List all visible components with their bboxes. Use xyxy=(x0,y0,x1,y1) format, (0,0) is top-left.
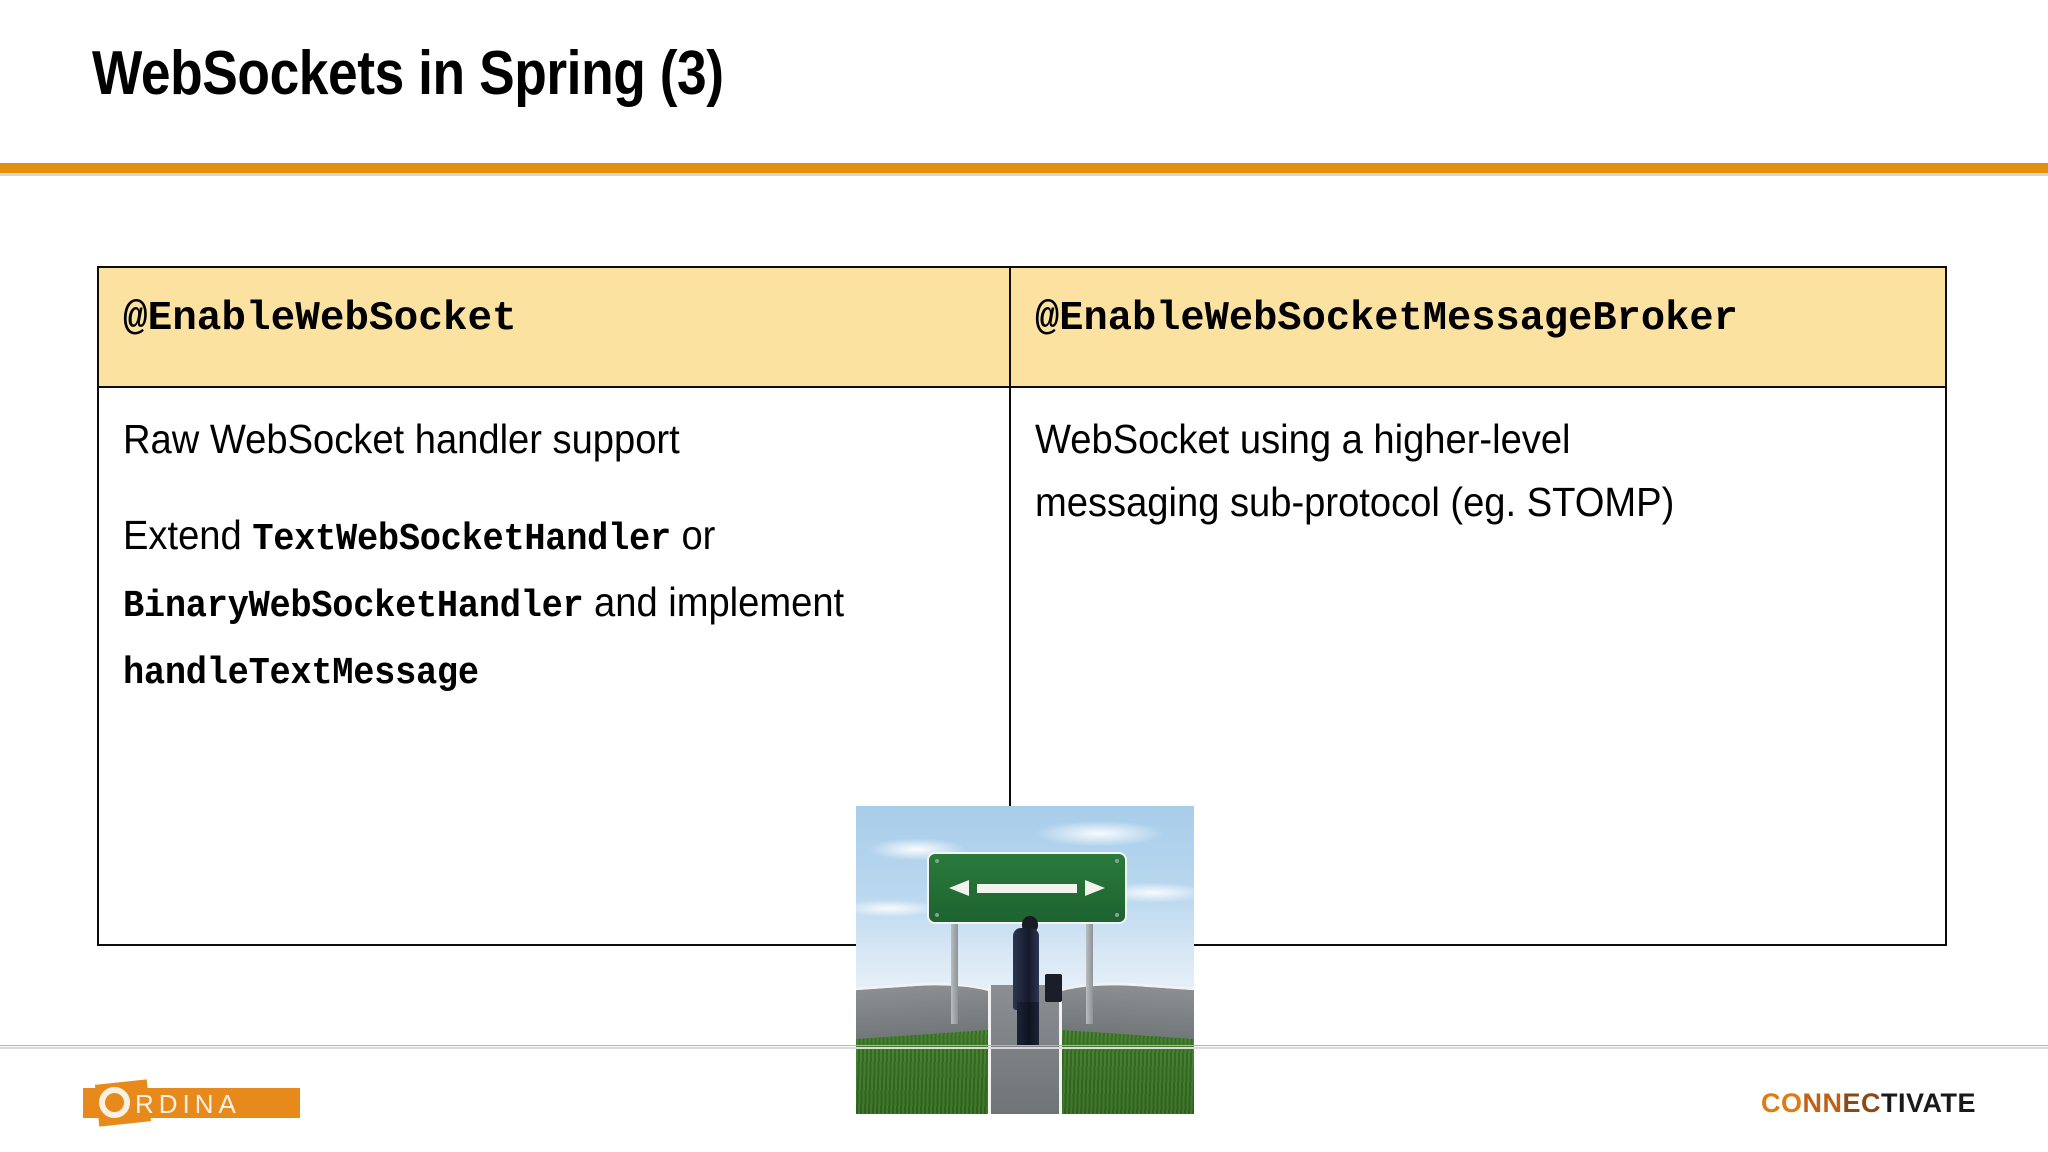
right-cell-text-line2: messaging sub-protocol (eg. STOMP) xyxy=(1035,479,1675,525)
left-cell-line-1: Raw WebSocket handler support xyxy=(123,408,947,471)
code-textwebsockethandler: TextWebSocketHandler xyxy=(252,518,671,561)
text-and-implement: and implement xyxy=(583,579,845,625)
title-accent-rule-shadow xyxy=(0,173,2048,176)
photo-person-body xyxy=(1013,928,1040,1010)
footer-divider xyxy=(0,1045,2048,1046)
sign-screw-br xyxy=(1115,913,1119,917)
title-accent-rule xyxy=(0,163,2048,173)
double-arrow-icon xyxy=(948,880,1106,896)
arrow-head-right xyxy=(1085,880,1106,896)
photo-person-briefcase xyxy=(1045,974,1063,1002)
table-header-cell-enablewebsocket: @EnableWebSocket xyxy=(97,266,1011,388)
right-cell-line-1: WebSocket using a higher-level xyxy=(1035,408,1881,471)
sign-screw-tl xyxy=(934,859,939,863)
connectivate-part-3: EC xyxy=(1842,1088,1881,1118)
text-extend: Extend xyxy=(123,512,253,558)
photo-sign-post-right xyxy=(1085,914,1093,1024)
page-title: WebSockets in Spring (3) xyxy=(92,39,724,108)
paragraph-spacer xyxy=(123,471,1009,504)
header-label-enablewebsocket: @EnableWebSocket xyxy=(123,296,517,342)
connectivate-part-4: TIVATE xyxy=(1881,1088,1976,1118)
code-handletextmessage: handleTextMessage xyxy=(123,652,479,695)
header-label-enablewebsocketmessagebroker: @EnableWebSocketMessageBroker xyxy=(1035,296,1738,342)
right-cell-text-line1: WebSocket using a higher-level xyxy=(1035,416,1571,462)
connectivate-logo: CONNECTIVATE xyxy=(1761,1088,1976,1118)
left-cell-paragraph-2: Extend TextWebSocketHandler or BinaryWeb… xyxy=(123,504,947,705)
code-binarywebsockethandler: BinaryWebSocketHandler xyxy=(123,585,584,628)
ordina-wordmark: RDINA xyxy=(135,1089,241,1119)
table-header-cell-enablewebsocketmessagebroker: @EnableWebSocketMessageBroker xyxy=(1009,266,1947,388)
table-cell-left: Raw WebSocket handler support Extend Tex… xyxy=(97,386,1011,946)
arrow-head-left xyxy=(948,880,969,896)
connectivate-part-1: CO xyxy=(1760,1088,1803,1118)
right-cell-line-2: messaging sub-protocol (eg. STOMP) xyxy=(1035,471,1881,534)
table-body-row: Raw WebSocket handler support Extend Tex… xyxy=(97,386,1947,946)
crossroads-photo xyxy=(856,806,1194,1114)
table-header-row: @EnableWebSocket @EnableWebSocketMessage… xyxy=(97,266,1947,388)
photo-road-sign xyxy=(926,852,1127,924)
sign-screw-bl xyxy=(934,913,939,917)
comparison-table: @EnableWebSocket @EnableWebSocketMessage… xyxy=(97,266,1947,946)
footer-divider-shadow xyxy=(0,1047,2048,1049)
left-cell-text-raw-handler: Raw WebSocket handler support xyxy=(123,416,680,462)
sign-screw-tr xyxy=(1115,859,1119,863)
arrow-shaft xyxy=(976,884,1078,893)
ordina-logo: RDINA xyxy=(75,1079,300,1127)
connectivate-part-2: NN xyxy=(1802,1088,1843,1118)
ordina-o-icon xyxy=(99,1087,130,1118)
photo-sign-post-left xyxy=(950,914,958,1024)
text-or: or xyxy=(670,512,716,558)
photo-person-legs xyxy=(1016,1002,1039,1046)
